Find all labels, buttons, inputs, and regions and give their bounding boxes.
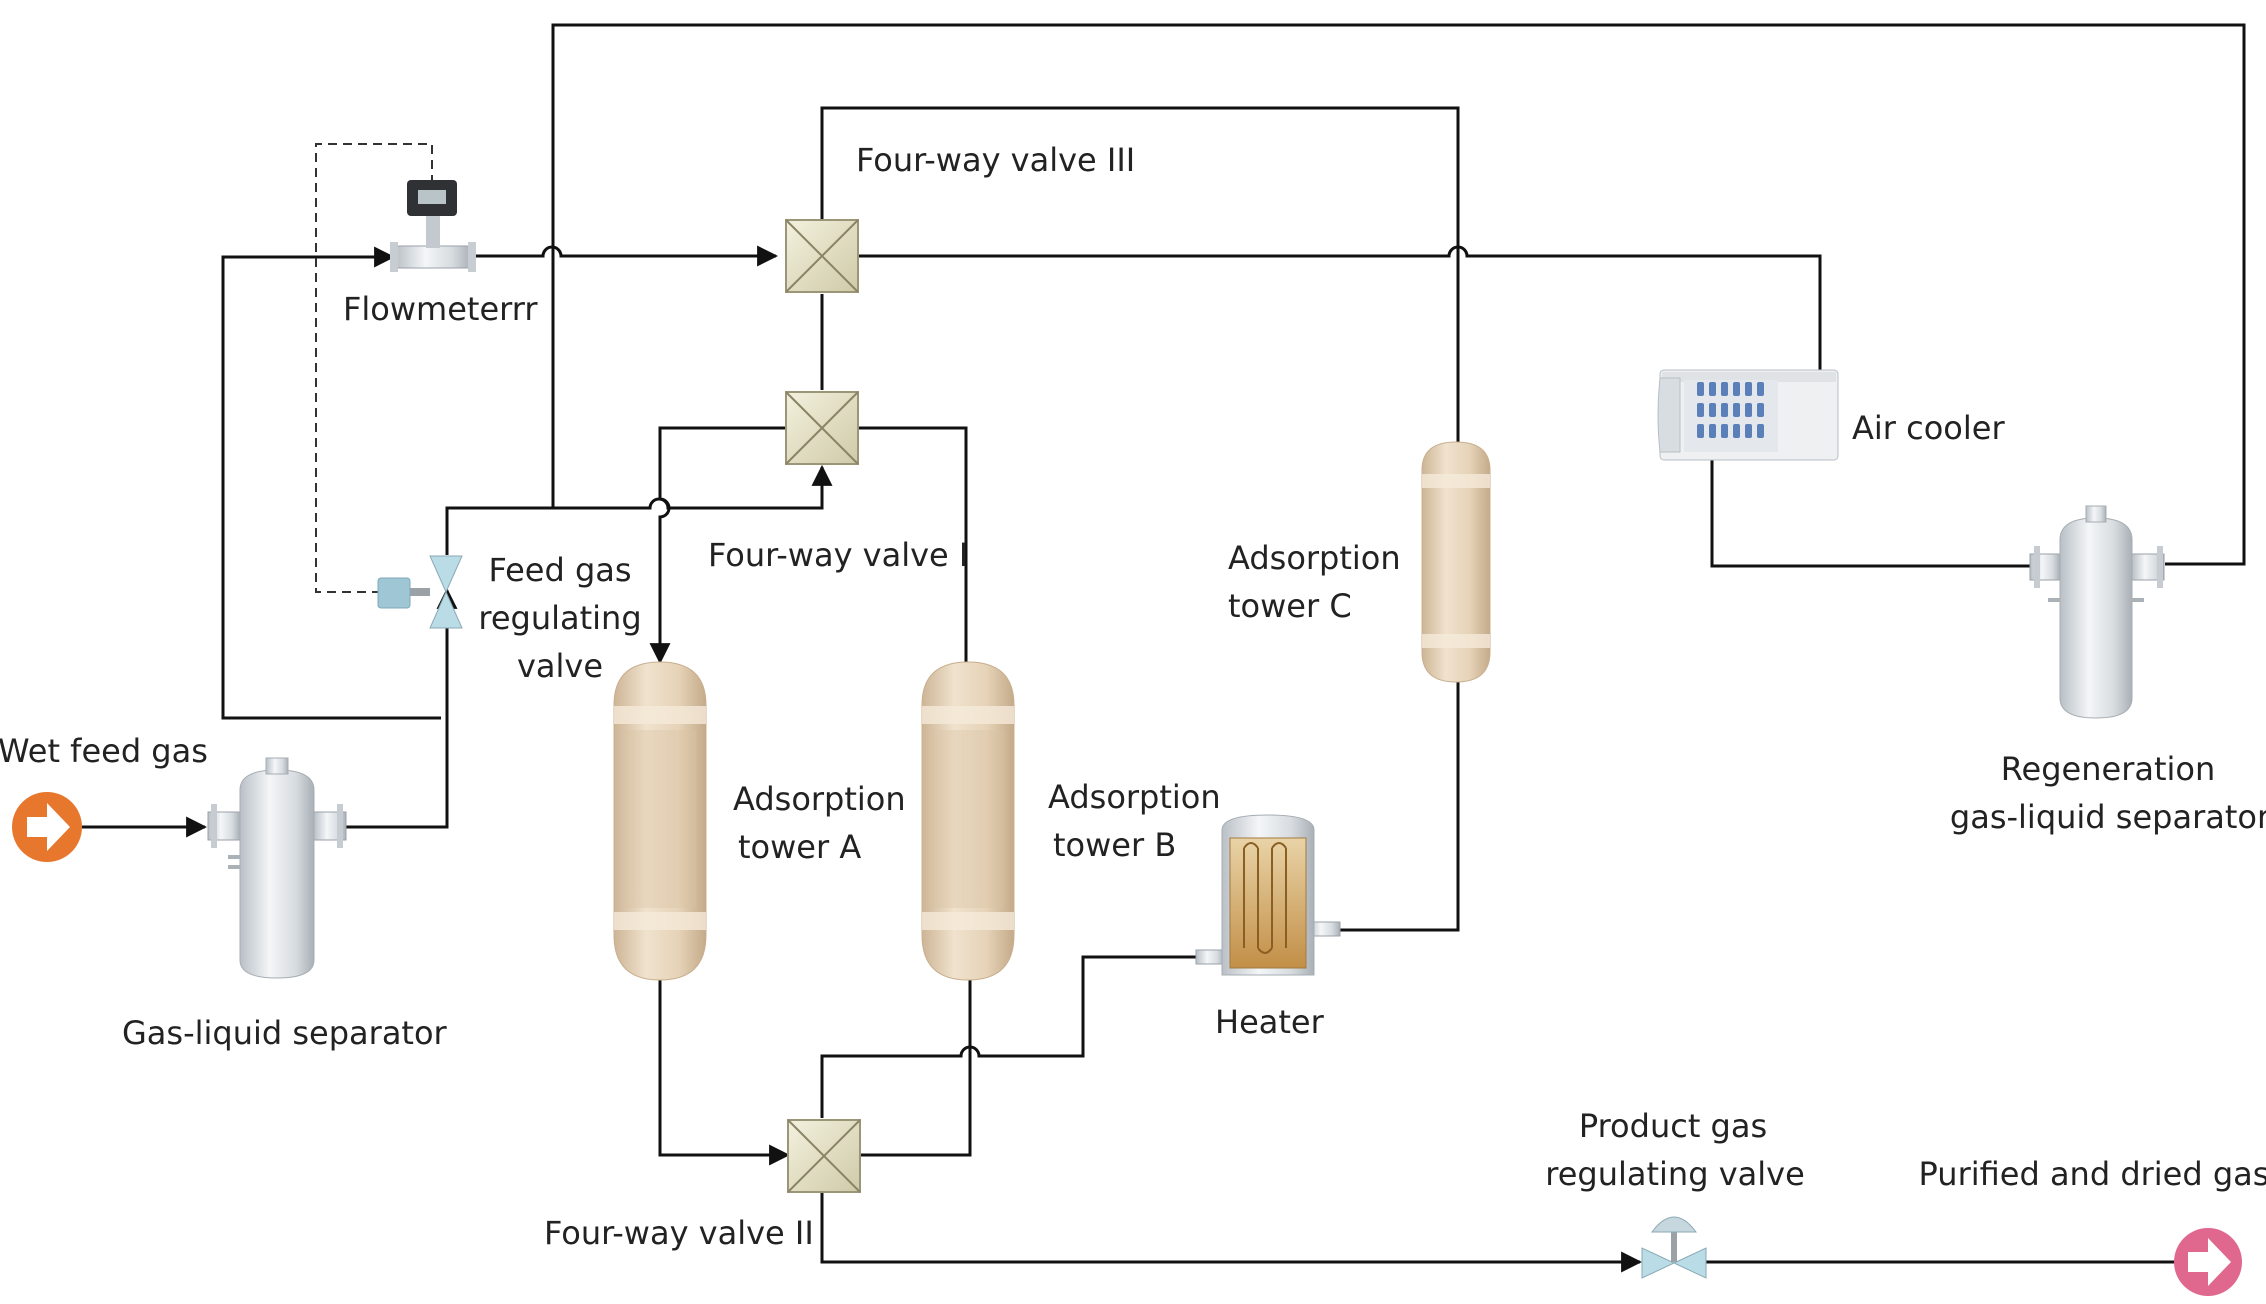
regeneration-separator-icon [2029, 505, 2165, 719]
label-feed-valve-line-2: regulating [478, 599, 641, 637]
label-heater: Heater [1215, 1003, 1325, 1041]
pipe-valve3-to-aircooler [858, 245, 1822, 370]
pipe-valve2-to-product [820, 1192, 1643, 1273]
label-feed-valve-line-1: Feed gas [488, 551, 631, 589]
pipe-valve1-to-towerA [649, 426, 786, 665]
gas-liquid-separator-icon [207, 757, 347, 979]
label-regen-separator-line-2: gas-liquid separator [1950, 798, 2266, 836]
four-way-valve-1-icon [785, 391, 859, 465]
feed-gas-regulating-valve-icon [377, 555, 463, 629]
purified-gas-outlet-icon [2174, 1228, 2242, 1296]
pipe-heater-to-towerC [1338, 680, 1460, 932]
pipe-bypass-to-flowmeter [221, 246, 441, 720]
label-tower-a-line-2: tower A [738, 828, 861, 866]
pipe-aircooler-to-regen [1710, 457, 2030, 568]
label-air-cooler: Air cooler [1852, 409, 2005, 447]
pipe-towerB-to-valve2 [858, 978, 972, 1157]
label-tower-c-line-1: Adsorption [1228, 539, 1401, 577]
pipe-towerA-to-valve2 [658, 978, 791, 1166]
four-way-valve-3-icon [785, 219, 859, 293]
adsorption-tower-c-icon [1421, 441, 1491, 683]
label-four-way-valve-3: Four-way valve III [856, 141, 1135, 179]
label-tower-b-line-1: Adsorption [1048, 778, 1221, 816]
pipe-valve3-to-towerC [820, 106, 1460, 444]
label-product-valve-line-1: Product gas [1579, 1107, 1767, 1145]
pipe-regen-return [551, 23, 2246, 566]
signal-line [315, 143, 433, 593]
label-tower-b-line-2: tower B [1053, 826, 1176, 864]
feed-inlet-icon [12, 792, 82, 862]
heater-icon [1195, 814, 1341, 976]
label-four-way-valve-1: Four-way valve I [708, 536, 968, 574]
label-gas-liquid-separator: Gas-liquid separator [122, 1014, 448, 1052]
label-flowmeter: Flowmeterrr [343, 290, 538, 328]
label-regen-separator-line-1: Regeneration [2001, 750, 2216, 788]
label-product-valve-line-2: regulating valve [1545, 1155, 1805, 1193]
adsorption-tower-a-icon [613, 661, 707, 981]
pipe-valve2-to-heater [820, 955, 1200, 1118]
label-four-way-valve-2: Four-way valve II [544, 1214, 814, 1252]
pipe-valve1-to-towerB [858, 426, 968, 664]
label-tower-a-line-1: Adsorption [733, 780, 906, 818]
flowmeter-icon [390, 180, 476, 272]
label-tower-c-line-2: tower C [1228, 587, 1352, 625]
label-wet-feed-gas: Wet feed gas [0, 732, 208, 770]
pipe-flowmeter-to-valve3 [472, 245, 779, 267]
air-cooler-icon [1657, 369, 1839, 461]
adsorption-tower-b-icon [921, 661, 1015, 981]
pipe-separator-to-valve [345, 587, 458, 829]
label-purified-gas: Purified and dried gas [1919, 1155, 2266, 1193]
four-way-valve-2-icon [787, 1119, 861, 1193]
product-gas-regulating-valve-icon [1641, 1216, 1707, 1279]
label-feed-valve-line-3: valve [517, 647, 603, 685]
